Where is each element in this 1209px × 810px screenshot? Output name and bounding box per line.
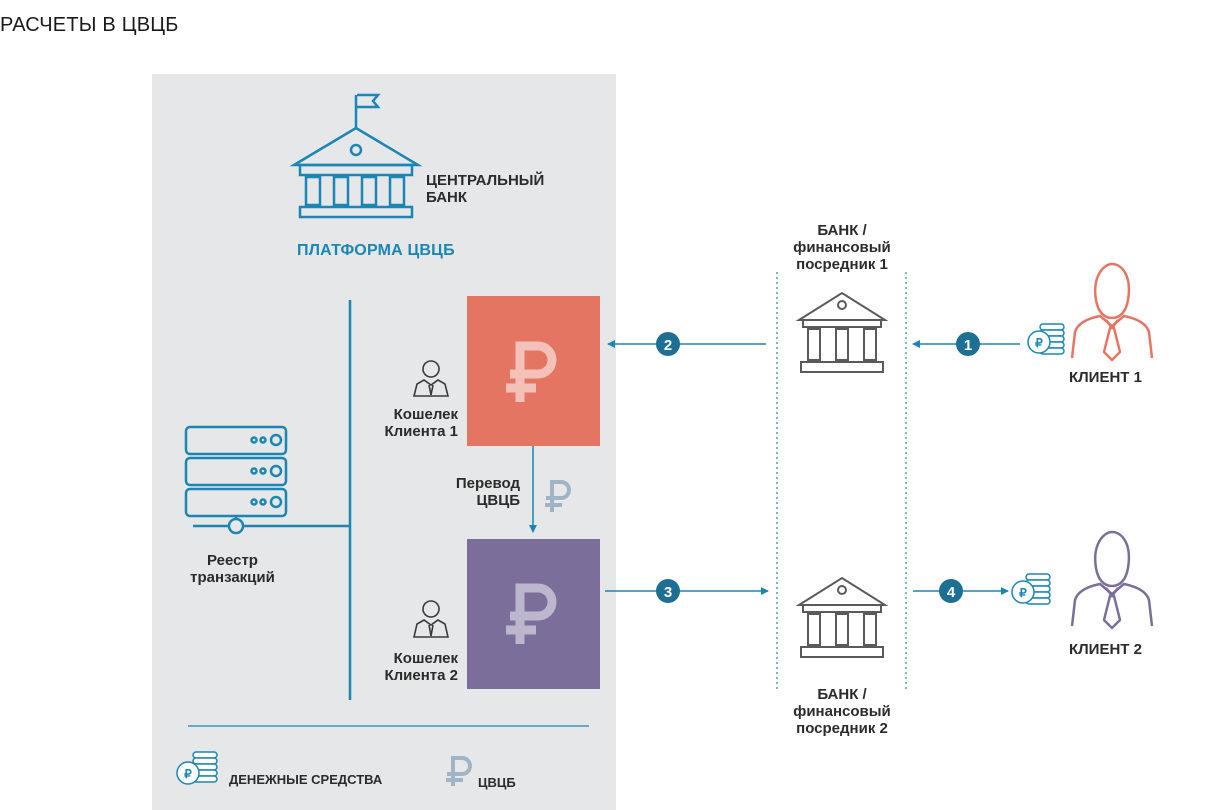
platform-title: ПЛАТФОРМА ЦВЦБ (297, 242, 455, 259)
step-1-number: 1 (964, 337, 972, 354)
step-4-number: 4 (947, 584, 956, 601)
bank-2-icon (795, 576, 889, 658)
svg-text:₽: ₽ (1019, 586, 1027, 600)
svg-text:₽: ₽ (184, 767, 192, 781)
step-badge-3: 3 (656, 579, 680, 603)
step-3-number: 3 (664, 584, 672, 601)
legend-money-label: ДЕНЕЖНЫЕ СРЕДСТВА (229, 772, 383, 787)
person-icon (412, 360, 450, 397)
step-badge-2: 2 (656, 332, 680, 356)
client-2-label: КЛИЕНТ 2 (1069, 641, 1142, 658)
legend-cbdc-icon (446, 756, 472, 786)
legend-coins-icon: ₽ (176, 751, 218, 785)
client-1-label: КЛИЕНТ 1 (1069, 369, 1142, 386)
client-1-icon (1070, 262, 1154, 362)
cbdc-ruble-icon (545, 480, 571, 512)
svg-text:₽: ₽ (1035, 336, 1043, 350)
bank-1-icon (795, 291, 889, 373)
step-badge-4: 4 (939, 579, 963, 603)
central-bank-icon (289, 93, 423, 219)
step-2-number: 2 (664, 337, 672, 354)
registry-server-icon (184, 425, 350, 535)
coins-icon: ₽ (1027, 323, 1065, 355)
ruble-symbol-icon (506, 583, 557, 644)
coins-icon: ₽ (1011, 573, 1051, 605)
step-badge-1: 1 (956, 332, 980, 356)
client-2-icon (1070, 530, 1154, 630)
ruble-symbol-icon (506, 341, 557, 402)
legend-cbdc-label: ЦВЦБ (478, 775, 516, 790)
person-icon (412, 600, 450, 638)
page-title: РАСЧЕТЫ В ЦВЦБ (0, 14, 179, 36)
